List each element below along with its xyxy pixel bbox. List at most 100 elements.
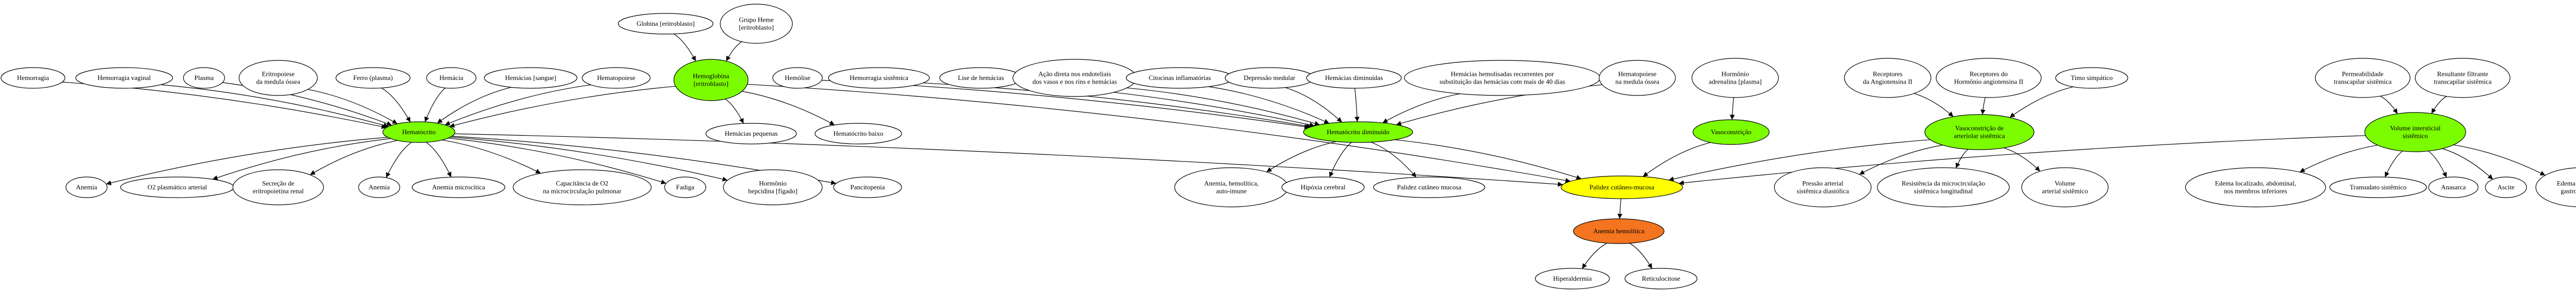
node-label: Hormônio bbox=[1721, 70, 1749, 78]
node-hematopoiese[interactable]: Hematopoiese bbox=[582, 67, 651, 89]
node-label: Hemácias pequenas bbox=[725, 130, 778, 137]
node-vasoconstricao[interactable]: Vasoconstrição bbox=[1692, 119, 1770, 145]
node-hemacias-pequenas[interactable]: Hemácias pequenas bbox=[705, 123, 797, 144]
edge-hematocrito-to-hormonio_hepcidina bbox=[450, 137, 728, 182]
node-shape bbox=[2329, 176, 2427, 198]
edge-hematocrito-to-secrecao_eritropoietina bbox=[310, 140, 398, 175]
node-edema-mucosa[interactable]: Edema da mucosagastrointestinal bbox=[2535, 167, 2576, 207]
node-fadiga[interactable]: Fadiga bbox=[664, 176, 706, 198]
node-lise-hemacias[interactable]: Lise de hemácias bbox=[939, 67, 1023, 89]
node-label: Volume intersticial bbox=[2390, 124, 2441, 132]
node-transudato[interactable]: Transudato sistêmico bbox=[2329, 176, 2427, 198]
node-resistencia-micro[interactable]: Resistência da microcirculaçãosistêmica … bbox=[1877, 167, 2010, 207]
node-label: Ferro (plasma) bbox=[353, 74, 393, 82]
node-hipoxia-cerebral[interactable]: Hipóxia cerebral bbox=[1281, 176, 1365, 198]
node-hematocrito[interactable]: Hematócrito bbox=[382, 121, 455, 143]
node-label: Anemia bbox=[368, 183, 389, 191]
node-depressao-medular[interactable]: Depressão medular bbox=[1225, 67, 1314, 89]
node-shape bbox=[513, 169, 652, 205]
node-citocinas[interactable]: Citocinas inflamatórias bbox=[1126, 67, 1234, 89]
node-shape bbox=[582, 67, 651, 89]
node-hemoglobina[interactable]: Hemoglobina[eritroblasto] bbox=[673, 59, 749, 101]
node-globina[interactable]: Globina [eritroblasto] bbox=[618, 13, 714, 35]
node-label: gastrointestinal bbox=[2561, 187, 2576, 195]
node-label: Palidez cutâneo mucosa bbox=[1397, 183, 1462, 191]
node-label: Hemácias [sangue] bbox=[505, 74, 556, 82]
node-palidez-cutaneo[interactable]: Palidez cutâneo-mucosa bbox=[1561, 175, 1683, 199]
node-anemia-2[interactable]: Anemia bbox=[358, 176, 400, 198]
edge-volume_intersticial-to-edema_mucosa bbox=[2453, 144, 2546, 176]
node-anemia-hemolitica-ai[interactable]: Anemia, hemolítica,auto-imune bbox=[1174, 167, 1289, 207]
node-shape bbox=[705, 123, 797, 144]
edge-hematocrito_diminuido-to-palidez_cutaneo bbox=[1394, 139, 1582, 180]
node-anasarca[interactable]: Anasarca bbox=[2428, 176, 2479, 198]
node-hemorragia-sistemica[interactable]: Hemorragia sistêmica bbox=[828, 67, 930, 89]
node-hematocrito-baixo[interactable]: Hematócrito baixo bbox=[815, 123, 902, 144]
node-hemorragia-vaginal[interactable]: Hemorragia vaginal bbox=[75, 67, 173, 89]
edge-citocinas-to-hematocrito_diminuido bbox=[1208, 86, 1330, 124]
node-hemacias-sangue[interactable]: Hemácias [sangue] bbox=[484, 67, 578, 89]
node-label: da Angiotensina II bbox=[1863, 78, 1912, 86]
node-grupo-heme[interactable]: Grupo Heme[eritroblasto] bbox=[720, 4, 793, 44]
edge-hemoglobina-to-hematocrito bbox=[449, 86, 676, 128]
node-label: Hemácias diminuídas bbox=[1325, 74, 1383, 82]
node-hiperaldermia[interactable]: Hiperaldermia bbox=[1535, 268, 1610, 289]
node-label: sistêmico bbox=[2402, 132, 2428, 140]
edge-depressao_medular-to-hematocrito_diminuido bbox=[1285, 87, 1343, 123]
node-label: na medula óssea bbox=[1615, 78, 1659, 86]
node-hemolise[interactable]: Hemólise bbox=[772, 67, 823, 89]
node-label: Receptores do bbox=[1970, 70, 2008, 78]
edge-volume_intersticial-to-palidez_cutaneo bbox=[1679, 135, 2366, 186]
node-palidez-mucosa[interactable]: Palidez cutâneo mucosa bbox=[1373, 176, 1485, 198]
node-anemia-microcitica[interactable]: Anemia microcítica bbox=[412, 176, 505, 198]
node-shape bbox=[720, 4, 793, 44]
node-hemacias-diminuidas[interactable]: Hemácias diminuídas bbox=[1306, 67, 1402, 89]
node-label: Citocinas inflamatórias bbox=[1149, 74, 1211, 82]
node-pancitopenia[interactable]: Pancitopenia bbox=[833, 176, 902, 198]
node-label: Vasoconstrição de bbox=[1955, 124, 2004, 132]
node-label: Hemorragia bbox=[17, 74, 49, 82]
node-plasma[interactable]: Plasma bbox=[183, 67, 225, 89]
node-hemacias-hemolisadas[interactable]: Hemácias hemolisadas recorrentes porsubs… bbox=[1404, 60, 1601, 96]
node-label: sistêmica diastólica bbox=[1797, 187, 1849, 195]
edge-anemia_hemolitica-to-reticulocitose bbox=[1629, 243, 1653, 269]
edge-globina-to-hemoglobina bbox=[673, 34, 697, 61]
node-anemia-1[interactable]: Anemia bbox=[65, 176, 108, 198]
node-hemorragia[interactable]: Hemorragia bbox=[1, 67, 65, 89]
edge-hematocrito-to-palidez_cutaneo bbox=[454, 133, 1563, 187]
node-o2-plasmatico[interactable]: O2 plasmático arterial bbox=[120, 176, 234, 198]
node-label: Transudato sistêmico bbox=[2350, 183, 2406, 191]
node-anemia-hemolitica[interactable]: Anemia hemolítica bbox=[1573, 218, 1665, 244]
node-shape bbox=[426, 67, 477, 89]
node-hematocrito-diminuido[interactable]: Hematócrito diminuído bbox=[1303, 121, 1413, 143]
edge-hemorragia-to-hematocrito bbox=[62, 82, 387, 129]
node-timo-simpatico[interactable]: Timo simpático bbox=[2055, 67, 2128, 89]
node-edema-localizado[interactable]: Edema localizado, abdominal,nos membros … bbox=[2185, 167, 2326, 207]
edge-ferro_plasma-to-hematocrito bbox=[381, 87, 411, 122]
node-shape bbox=[2428, 176, 2479, 198]
node-reticulocitose[interactable]: Reticulocitose bbox=[1624, 268, 1698, 289]
node-label: sistêmica longitudinal bbox=[1914, 187, 1973, 195]
node-label: Hematócrito bbox=[402, 128, 436, 136]
node-hemacia[interactable]: Hemácia bbox=[426, 67, 477, 89]
node-ascite[interactable]: Ascite bbox=[2485, 176, 2527, 198]
node-ferro-plasma[interactable]: Ferro (plasma) bbox=[335, 67, 411, 89]
node-shape bbox=[833, 176, 902, 198]
node-shape bbox=[183, 67, 225, 89]
node-label: Hipóxia cerebral bbox=[1301, 183, 1346, 191]
